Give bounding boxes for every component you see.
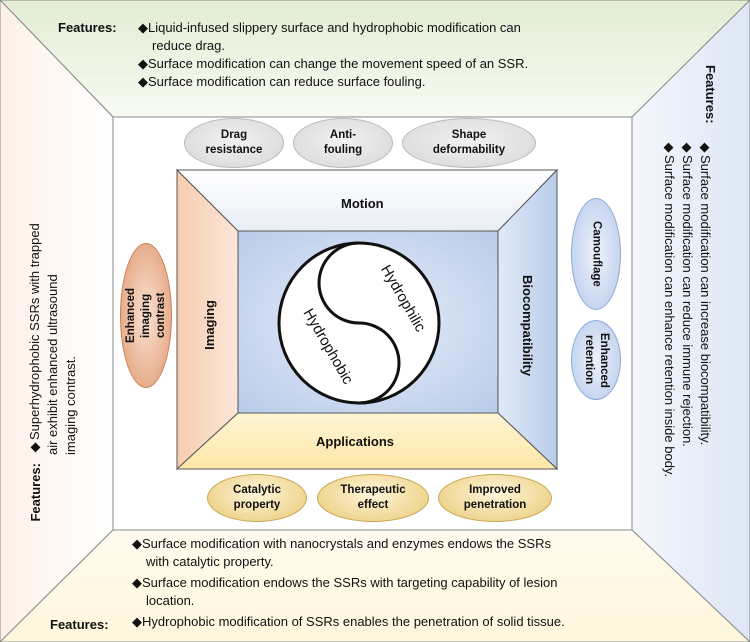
- shape-deformability-ellipse: Shape deformability: [402, 118, 536, 168]
- ellipse-label: Drag: [220, 129, 248, 141]
- top-feature-item: ◆Surface modification can reduce surface…: [138, 74, 426, 89]
- drag-resistance-ellipse: Drag resistance: [184, 118, 284, 168]
- ellipse-label: effect: [357, 499, 389, 511]
- ellipse-label: Enhanced: [598, 332, 610, 388]
- right-feature-item: ◆Surface modification can increase bioco…: [698, 140, 713, 446]
- yin-yang-icon: [277, 241, 441, 405]
- right-feature-item: ◆Surface modification can enhance retent…: [662, 140, 677, 478]
- left-feature-item: imaging contrast.: [63, 356, 78, 455]
- ellipse-label: Camouflage: [590, 221, 603, 287]
- ellipse-label: Enhanced: [124, 288, 137, 343]
- top-feature-item: reduce drag.: [152, 38, 225, 53]
- ellipse-label: retention: [583, 335, 595, 385]
- applications-label: Applications: [316, 434, 395, 449]
- top-features-list: ◆Liquid-infused slippery surface and hyd…: [138, 19, 528, 91]
- ellipse-label: contrast: [154, 292, 167, 339]
- left-features-title: Features:: [28, 463, 43, 522]
- left-feature-item: air exhibit enhanced ultrasound: [45, 274, 60, 455]
- ellipse-label: property: [233, 499, 281, 511]
- ellipse-label: Shape: [451, 129, 487, 141]
- top-feature-item: ◆Liquid-infused slippery surface and hyd…: [138, 20, 521, 35]
- bottom-feature-item: with catalytic property.: [146, 554, 274, 569]
- bottom-feature-item: ◆Surface modification endows the SSRs wi…: [132, 575, 558, 590]
- ellipse-label: fouling: [323, 144, 363, 156]
- ellipse-label: Catalytic: [233, 484, 281, 496]
- bottom-feature-item: ◆Surface modification with nanocrystals …: [132, 536, 551, 551]
- ellipse-label: deformability: [432, 144, 506, 156]
- biocompatibility-label: Biocompatibility: [520, 275, 535, 377]
- right-features-title: Features:: [703, 65, 718, 124]
- ellipse-label: Therapeutic: [340, 484, 406, 496]
- top-features-title: Features:: [58, 20, 117, 35]
- camouflage-ellipse: Camouflage: [571, 198, 621, 310]
- bottom-feature-item: ◆Hydrophobic modification of SSRs enable…: [132, 614, 565, 629]
- ellipse-label: Improved: [469, 484, 521, 496]
- ellipse-label: penetration: [463, 499, 527, 511]
- catalytic-property-ellipse: Catalytic property: [207, 474, 307, 522]
- ellipse-label: resistance: [205, 144, 263, 156]
- bottom-features-list: ◆Surface modification with nanocrystals …: [132, 535, 565, 631]
- anti-fouling-ellipse: Anti-fouling: [293, 118, 393, 168]
- imaging-label: Imaging: [202, 300, 217, 350]
- left-features-list: ◆Superhydrophobic SSRs with trapped air …: [26, 185, 80, 455]
- therapeutic-effect-ellipse: Therapeutic effect: [317, 474, 429, 522]
- improved-penetration-ellipse: Improved penetration: [438, 474, 552, 522]
- ellipse-label: imaging: [139, 293, 152, 338]
- bottom-features-title: Features:: [50, 617, 109, 632]
- left-feature-item: ◆Superhydrophobic SSRs with trapped: [27, 223, 42, 455]
- ellipse-label: Anti-: [329, 129, 357, 141]
- right-features-list: ◆Surface modification can increase bioco…: [660, 140, 714, 540]
- top-feature-item: ◆Surface modification can change the mov…: [138, 56, 529, 71]
- motion-label: Motion: [341, 196, 384, 211]
- right-feature-item: ◆Surface modification can reduce immune …: [680, 140, 695, 447]
- bottom-feature-item: location.: [146, 593, 195, 608]
